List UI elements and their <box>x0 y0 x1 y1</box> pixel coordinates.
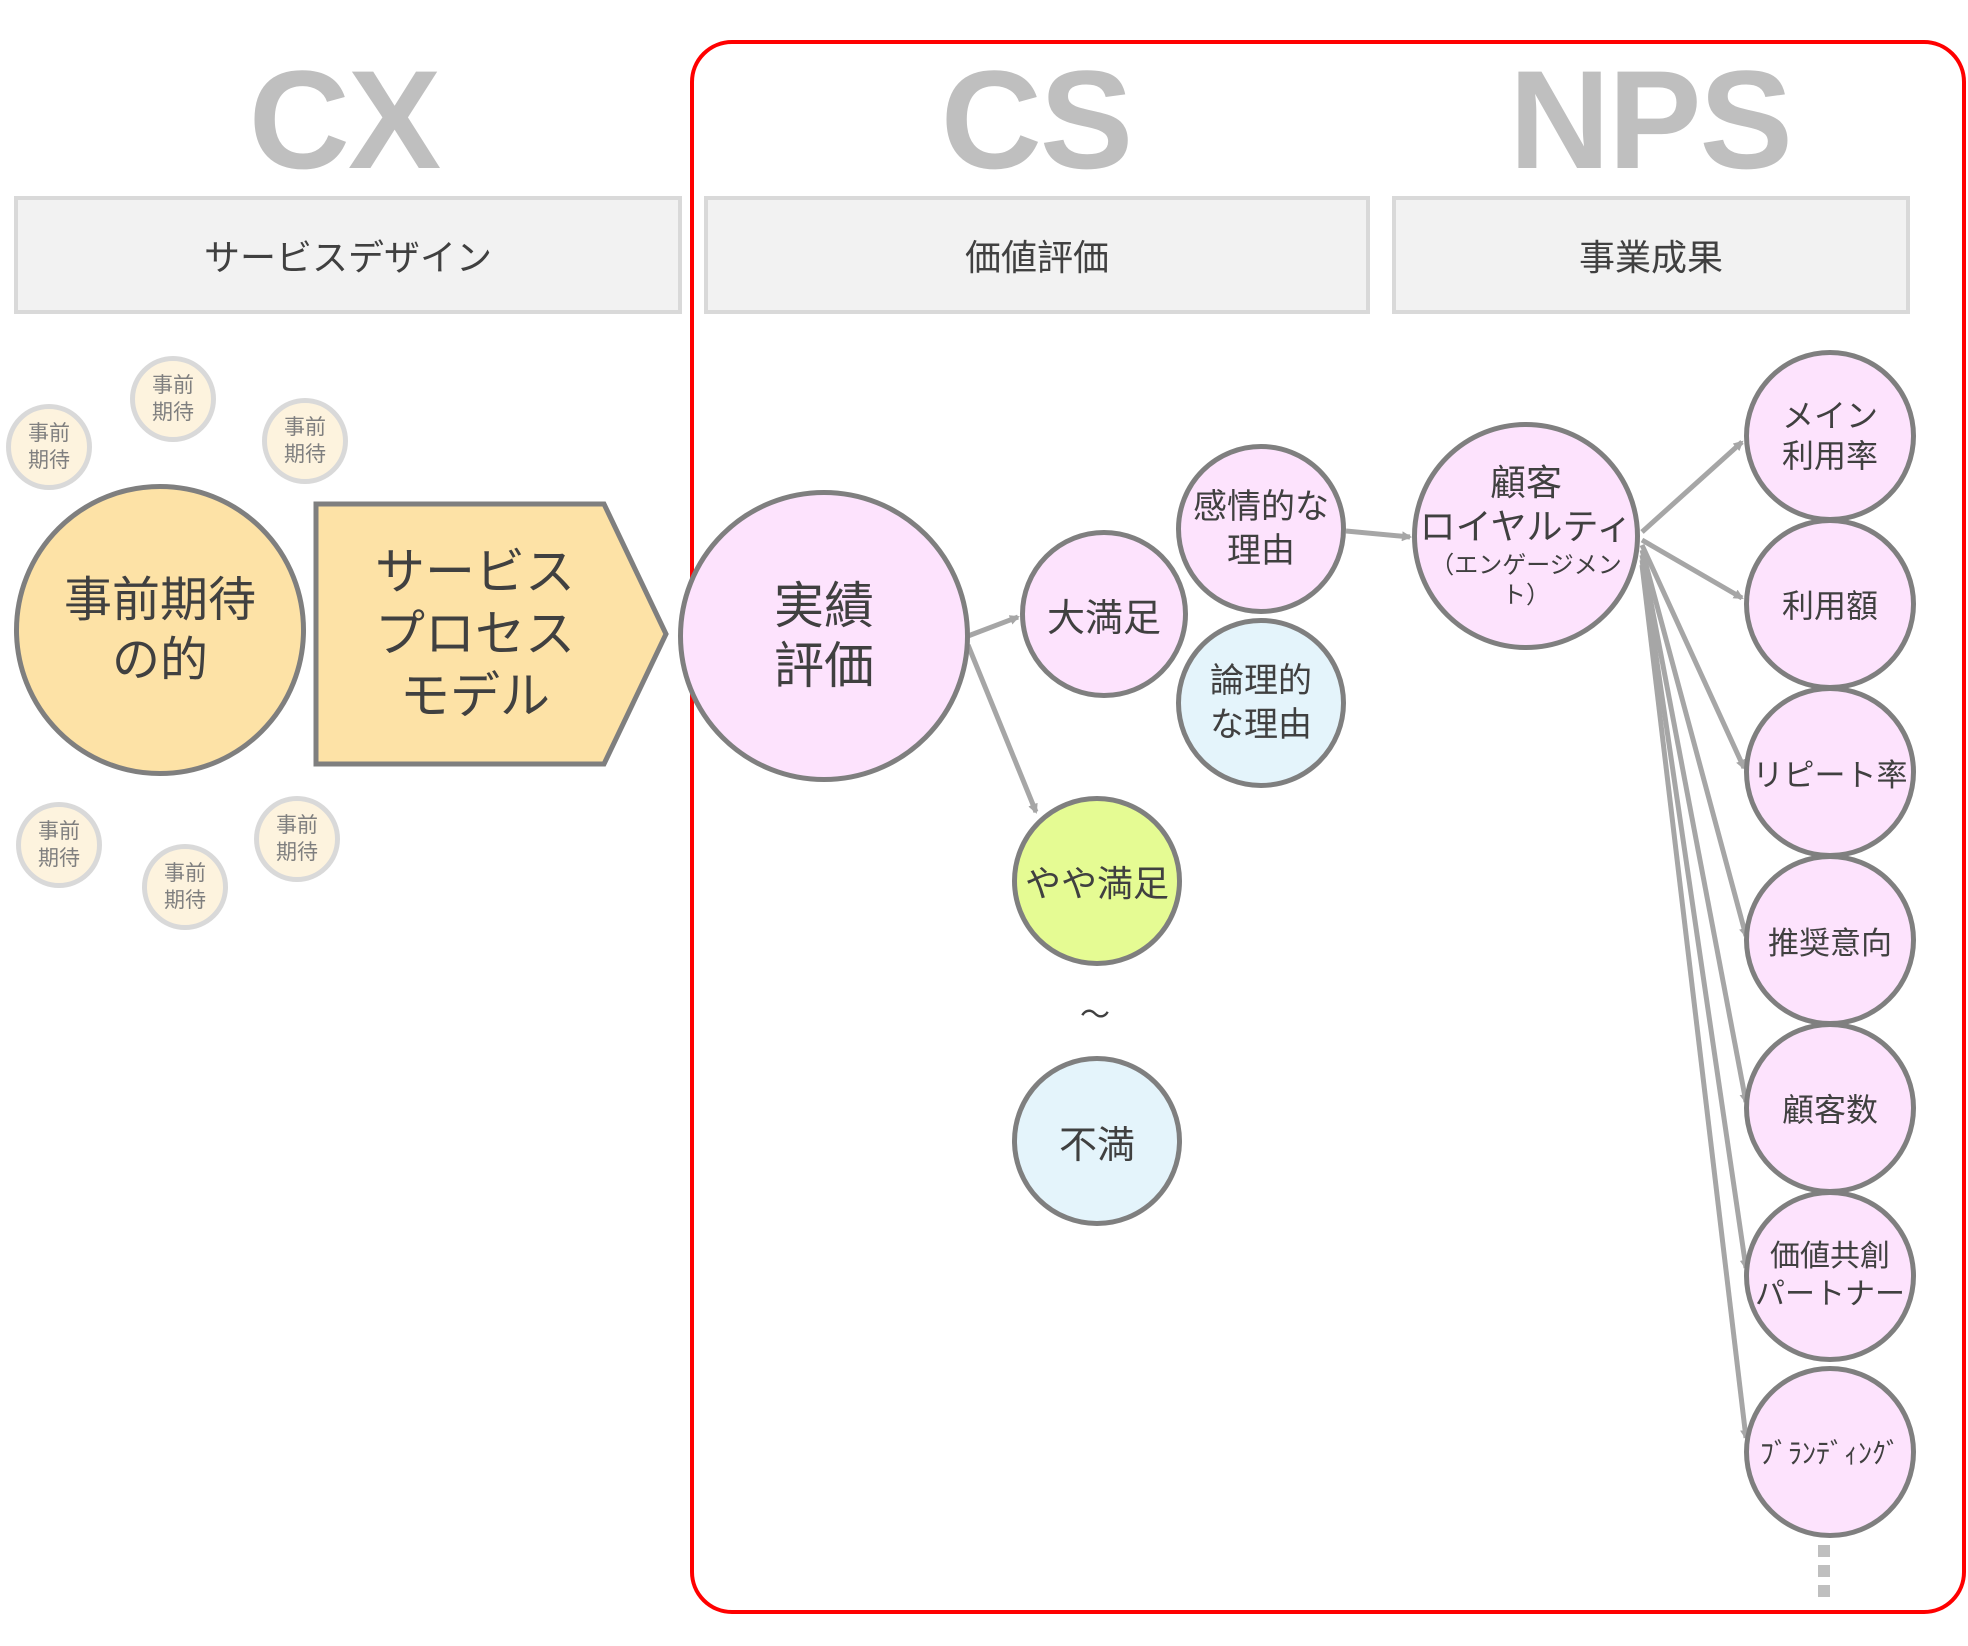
arrow-to-loyalty <box>1345 528 1412 542</box>
arrow-to-outcome-2 <box>1640 537 1744 601</box>
arrow-to-very-satisfied <box>967 614 1020 639</box>
band-value-evaluation: 価値評価 <box>704 196 1370 314</box>
expectation-small-4: 事前 期待 <box>16 802 102 888</box>
title-nps: NPS <box>1509 41 1793 198</box>
title-cs: CS <box>940 41 1133 198</box>
arrow-to-outcome-5 <box>1639 554 1750 1104</box>
band-service-design: サービスデザイン <box>14 196 682 314</box>
outcome-customer-count: 顧客数 <box>1744 1022 1916 1194</box>
expectation-small-2: 事前 期待 <box>130 356 216 442</box>
arrow-to-outcome-3 <box>1639 543 1747 770</box>
arrow-to-somewhat-satisfied <box>965 644 1039 814</box>
tilde-separator: ～ <box>1080 998 1110 1033</box>
performance-evaluation: 実績 評価 <box>678 490 970 782</box>
customer-loyalty: 顧客 ロイヤルティ （エンゲージメント） <box>1412 422 1640 650</box>
outcome-main-usage-rate: メイン 利用率 <box>1744 350 1916 522</box>
band-business-results: 事業成果 <box>1392 196 1910 314</box>
outcome-cocreation-partner: 価値共創 パートナー <box>1744 1190 1916 1362</box>
very-satisfied: 大満足 <box>1020 530 1188 698</box>
logical-reason: 論理的 な理由 <box>1176 618 1346 788</box>
outcome-repeat-rate: リピート率 <box>1744 686 1916 858</box>
dissatisfied: 不満 <box>1012 1056 1182 1226</box>
service-process-label: サービス プロセス モデル <box>375 543 575 725</box>
outcome-usage-amount: 利用額 <box>1744 518 1916 690</box>
expectation-small-3: 事前 期待 <box>262 398 348 484</box>
arrow-to-outcome-1 <box>1640 440 1744 534</box>
outcome-branding: ﾌﾞﾗﾝﾃﾞｨﾝｸﾞ <box>1744 1366 1916 1538</box>
expectation-small-5: 事前 期待 <box>142 844 228 930</box>
arrow-to-outcome-7 <box>1639 564 1751 1440</box>
arrow-to-outcome-6 <box>1639 559 1750 1270</box>
somewhat-satisfied: やや満足 <box>1012 796 1182 966</box>
expectation-small-1: 事前 期待 <box>6 404 92 490</box>
outcome-recommend-intent: 推奨意向 <box>1744 854 1916 1026</box>
more-ellipsis-icon <box>1818 1545 1832 1605</box>
expectation-small-6: 事前 期待 <box>254 796 340 882</box>
emotional-reason: 感情的な 理由 <box>1176 444 1346 614</box>
arrow-to-outcome-4 <box>1639 549 1749 938</box>
title-cx: CX <box>248 41 441 198</box>
cs-nps-frame <box>690 40 1966 1614</box>
expectation-target: 事前期待 の的 <box>14 484 306 776</box>
service-process-shape <box>313 501 669 767</box>
